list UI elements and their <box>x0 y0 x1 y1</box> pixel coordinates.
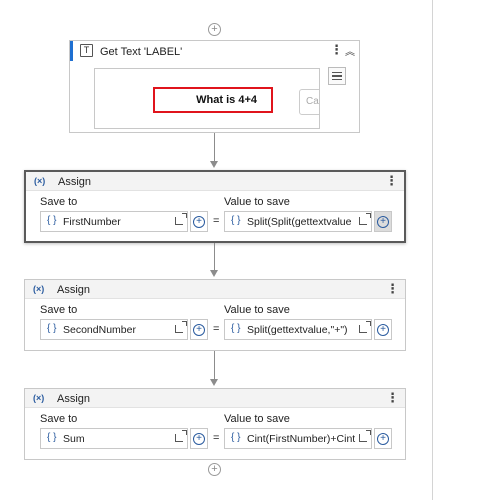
assign-activity-2[interactable]: (×) Assign ⋮ Save to Value to save { } S… <box>24 279 406 351</box>
assign-header: (×) Assign ⋮ <box>25 280 405 299</box>
assign-header: (×) Assign ⋮ <box>26 172 404 191</box>
assign-activity-3[interactable]: (×) Assign ⋮ Save to Value to save { } S… <box>24 388 406 460</box>
get-text-title: Get Text 'LABEL' <box>100 46 183 58</box>
screen-preview: What is 4+4 Ca <box>94 68 320 129</box>
plus-icon: + <box>377 216 389 228</box>
assign-title: Assign <box>57 393 91 405</box>
save-to-label: Save to <box>40 413 78 425</box>
assign-activity-1[interactable]: (×) Assign ⋮ Save to Value to save { } F… <box>24 170 406 243</box>
connector-arrow <box>210 161 218 168</box>
expand-icon[interactable] <box>359 430 371 442</box>
value-to-save-value: Cint(FirstNumber)+Cint <box>247 433 356 445</box>
get-text-more-icon[interactable]: ⋮ <box>330 42 343 57</box>
value-to-save-field[interactable]: { } Split(Split(gettextvalue <box>224 211 372 232</box>
plus-icon: + <box>193 216 205 228</box>
equals-sign: = <box>213 323 220 335</box>
save-to-label: Save to <box>40 196 78 208</box>
save-to-field[interactable]: { } FirstNumber <box>40 211 188 232</box>
expand-icon[interactable] <box>175 321 187 333</box>
expand-icon[interactable] <box>175 430 187 442</box>
value-to-save-label: Value to save <box>224 413 290 425</box>
add-activity-top-button[interactable]: + <box>208 23 221 36</box>
save-to-value: SecondNumber <box>63 324 136 336</box>
connector-line <box>214 351 215 380</box>
save-to-field[interactable]: { } SecondNumber <box>40 319 188 340</box>
collapse-icon[interactable]: ︽ <box>345 47 355 58</box>
assign-icon: (×) <box>33 284 45 294</box>
assign-title: Assign <box>58 176 92 188</box>
value-to-save-field[interactable]: { } Split(gettextvalue,"+") <box>224 319 372 340</box>
add-activity-bottom-button[interactable]: + <box>208 463 221 476</box>
get-text-icon: T <box>80 44 93 57</box>
assign-header: (×) Assign ⋮ <box>25 389 405 408</box>
connector-arrow <box>210 270 218 277</box>
value-plus-button[interactable]: + <box>374 319 392 340</box>
preview-button: Ca <box>299 89 319 115</box>
preview-target-label: What is 4+4 <box>153 87 273 113</box>
plus-icon: + <box>193 433 205 445</box>
assign-icon: (×) <box>33 393 45 403</box>
canvas-right-border <box>432 0 433 500</box>
plus-icon: + <box>193 324 205 336</box>
variable-icon: { } <box>231 215 241 226</box>
assign-icon: (×) <box>34 176 46 186</box>
value-to-save-field[interactable]: { } Cint(FirstNumber)+Cint <box>224 428 372 449</box>
connector-arrow <box>210 379 218 386</box>
value-plus-button[interactable]: + <box>374 428 392 449</box>
value-to-save-value: Split(Split(gettextvalue <box>247 216 352 228</box>
value-to-save-value: Split(gettextvalue,"+") <box>247 324 348 336</box>
variable-icon: { } <box>47 323 57 334</box>
save-to-value: Sum <box>63 433 85 445</box>
variable-icon: { } <box>231 432 241 443</box>
hamburger-menu-icon[interactable] <box>328 67 346 85</box>
save-to-plus-button[interactable]: + <box>190 428 208 449</box>
plus-icon: + <box>377 324 389 336</box>
assign-more-icon[interactable]: ⋮ <box>386 281 399 296</box>
get-text-activity[interactable]: T Get Text 'LABEL' What is 4+4 Ca <box>69 40 360 133</box>
expand-icon[interactable] <box>175 213 187 225</box>
expand-icon[interactable] <box>359 321 371 333</box>
variable-icon: { } <box>47 432 57 443</box>
variable-icon: { } <box>231 323 241 334</box>
assign-title: Assign <box>57 284 91 296</box>
card-accent-bar <box>70 41 73 61</box>
variable-icon: { } <box>47 215 57 226</box>
value-to-save-label: Value to save <box>224 196 290 208</box>
save-to-plus-button[interactable]: + <box>190 211 208 232</box>
save-to-value: FirstNumber <box>63 216 121 228</box>
value-to-save-label: Value to save <box>224 304 290 316</box>
save-to-plus-button[interactable]: + <box>190 319 208 340</box>
save-to-field[interactable]: { } Sum <box>40 428 188 449</box>
save-to-label: Save to <box>40 304 78 316</box>
expand-icon[interactable] <box>359 213 371 225</box>
plus-icon: + <box>377 433 389 445</box>
equals-sign: = <box>213 432 220 444</box>
value-plus-button[interactable]: + <box>374 211 392 232</box>
assign-more-icon[interactable]: ⋮ <box>386 390 399 405</box>
equals-sign: = <box>213 215 220 227</box>
connector-line <box>214 133 215 162</box>
assign-more-icon[interactable]: ⋮ <box>385 173 398 188</box>
connector-line <box>214 243 215 271</box>
